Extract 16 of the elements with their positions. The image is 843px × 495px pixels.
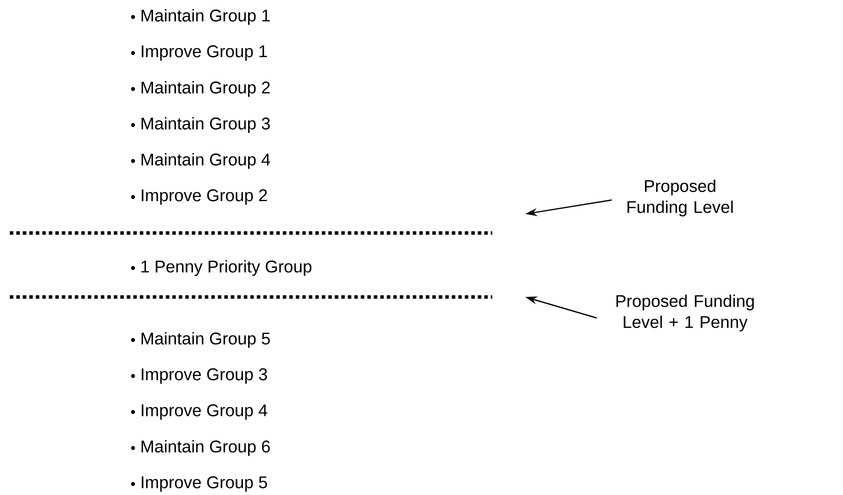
list-item: Improve Group 1 [142, 45, 267, 61]
dotted-line [10, 231, 492, 235]
list-item: 1 Penny Priority Group [142, 260, 312, 276]
list-item: Maintain Group 5 [142, 332, 270, 348]
list-item: Maintain Group 2 [142, 81, 270, 97]
list-item: Improve Group 5 [142, 476, 268, 492]
list-item: Improve Group 3 [142, 368, 267, 384]
note-text: Proposed Funding Level + 1 Penny [616, 294, 754, 332]
list-item: Maintain Group 3 [142, 117, 270, 133]
list-item: Maintain Group 1 [142, 9, 270, 25]
list-item: Maintain Group 6 [142, 440, 270, 456]
note-text: Proposed Funding Level [628, 180, 733, 216]
dotted-line [10, 295, 492, 299]
list-item: Maintain Group 4 [142, 153, 270, 169]
list-item: Improve Group 4 [142, 404, 268, 420]
list-item: Improve Group 2 [142, 189, 267, 205]
